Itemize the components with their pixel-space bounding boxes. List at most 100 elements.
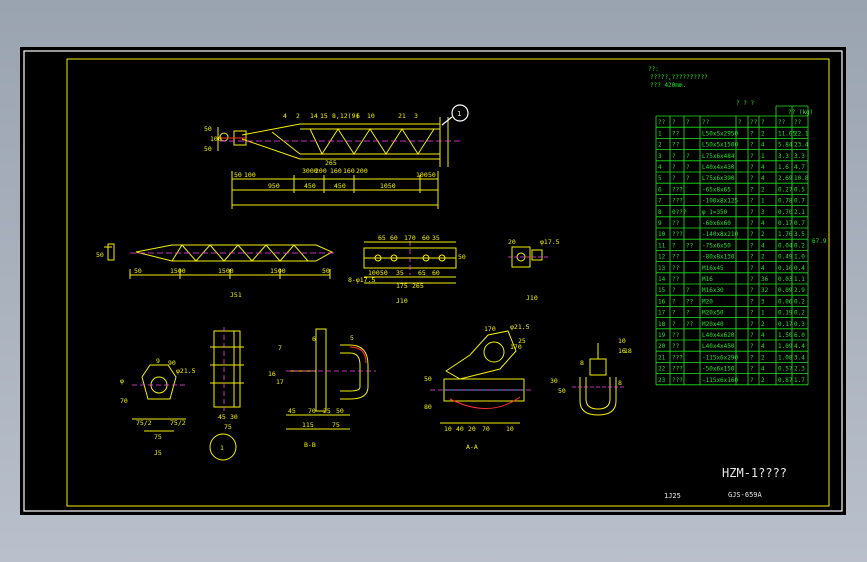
label: 18 [624, 347, 632, 355]
label: 265 [325, 159, 337, 167]
table-side-total: 67.9 [812, 238, 827, 245]
table-cell: ? [672, 310, 676, 317]
table-cell: 4 [761, 265, 765, 272]
table-cell: ? [672, 321, 676, 328]
table-cell: 23.4 [794, 142, 809, 149]
label: 3 [414, 112, 418, 120]
table-cell: L75x6x390 [702, 175, 735, 182]
table-cell: ?? [686, 321, 694, 328]
table-cell: L50x5x1500 [702, 142, 739, 149]
table-cell: L50x5x2950 [702, 130, 739, 137]
label: 45 [218, 413, 226, 421]
table-cell: 2.3 [794, 366, 805, 373]
table-cell: 0.49 [778, 254, 793, 261]
table-cell: 0.7 [794, 220, 805, 227]
label: 16 [268, 370, 276, 378]
label: 50 [424, 375, 432, 383]
table-cell: ? [686, 287, 690, 294]
table-cell: 2 [761, 377, 765, 384]
label: 1500 [170, 267, 186, 275]
label: 10 [444, 425, 452, 433]
table-cell: ??? [672, 186, 683, 193]
label: 1 [220, 444, 224, 452]
label: 100 [416, 171, 428, 179]
label: 200 [315, 167, 327, 175]
table-cell: 0.4 [794, 265, 805, 272]
hanger-caption: J5 [154, 449, 162, 457]
hanger-plate-view: 9 90 φ21.5 φ 70 75/2 75/2 75 J5 [120, 357, 196, 457]
table-cell: ? [686, 153, 690, 160]
label: 3000 [302, 167, 318, 175]
table-cell: ?? [672, 130, 680, 137]
table-cell: ?? [672, 220, 680, 227]
sheet-number: 1J25 [664, 492, 681, 500]
table-header-cell: ? [761, 119, 765, 126]
detail-balloon[interactable] [209, 433, 237, 461]
label: 25 [518, 337, 526, 345]
label: 75/2 [170, 419, 186, 427]
table-cell: φ 1=350 [702, 209, 728, 216]
table-cell: ? [672, 287, 676, 294]
table-header-cell: ? [738, 119, 742, 126]
label: 65 [378, 234, 386, 242]
drawing-number: GJS-659A [728, 491, 763, 499]
label: 8,12(9) [332, 112, 359, 120]
table-cell: ? [672, 242, 676, 249]
label: φ21.5 [510, 323, 530, 331]
table-cell: ?? [672, 276, 680, 283]
table-cell: ? [750, 377, 754, 384]
table-cell: 21 [658, 354, 666, 361]
table-cell: ?? [686, 242, 694, 249]
inner-frame [66, 58, 830, 507]
label: 70 [482, 425, 490, 433]
table-cell: 0.70 [778, 209, 793, 216]
table-cell: 3.4 [794, 354, 805, 361]
table-cell: ? [750, 242, 754, 249]
table-cell: 1 [761, 310, 765, 317]
label: 6 [356, 112, 360, 120]
table-cell: 3.3 [794, 153, 805, 160]
table-cell: ? [750, 310, 754, 317]
table-header-cell: ?? [702, 119, 710, 126]
label: 160 [330, 167, 342, 175]
table-cell: 19 [658, 332, 666, 339]
label: 20 [508, 238, 516, 246]
table-cell: 0.2 [794, 298, 805, 305]
label: 160 [343, 167, 355, 175]
label: 1500 [218, 267, 234, 275]
table-cell: ?? [672, 265, 680, 272]
table-cell: ? [686, 175, 690, 182]
table-cell: 3 [658, 153, 662, 160]
table-cell: 2 [761, 130, 765, 137]
table-cell: 11.05 [778, 130, 796, 137]
table-cell: M16x45 [702, 265, 724, 272]
table-cell: ? [750, 254, 754, 261]
label: 60 [422, 234, 430, 242]
notes-line1: ?????,?????????? [650, 74, 708, 81]
table-cell: 2 [761, 354, 765, 361]
table-cell: ? [750, 321, 754, 328]
table-cell: L40x4x430 [702, 164, 735, 171]
table-cell: 0.17 [778, 321, 793, 328]
table-header-cell: ? [672, 119, 676, 126]
table-cell: 10.8 [794, 175, 809, 182]
table-cell: ??? [672, 354, 683, 361]
label: 6 [312, 335, 316, 343]
label: 9 [156, 357, 160, 365]
table-cell: 7 [658, 198, 662, 205]
truss-plan-view: 1 4 2 14 15 8,12(9) 6 10 21 3 50 100 50 … [204, 104, 469, 209]
table-cell: 1 [658, 130, 662, 137]
table-cell: ?? [672, 332, 680, 339]
shackle-view: 8 10 16 18 8 30 50 [550, 337, 632, 416]
table-cell: -50x6x150 [702, 366, 735, 373]
table-cell: 1.7 [794, 377, 805, 384]
table-cell: 6 [658, 186, 662, 193]
label: 50 [204, 145, 212, 153]
truss-balloon[interactable] [451, 104, 469, 122]
cad-canvas[interactable]: ??: ?????,?????????? ??? 420mm. ? ? ? ??… [20, 47, 846, 515]
table-cell: 0.03 [778, 276, 793, 283]
table-cell: -75x6x50 [702, 242, 731, 249]
label: φ21.5 [176, 367, 196, 375]
label: 60 [390, 234, 398, 242]
